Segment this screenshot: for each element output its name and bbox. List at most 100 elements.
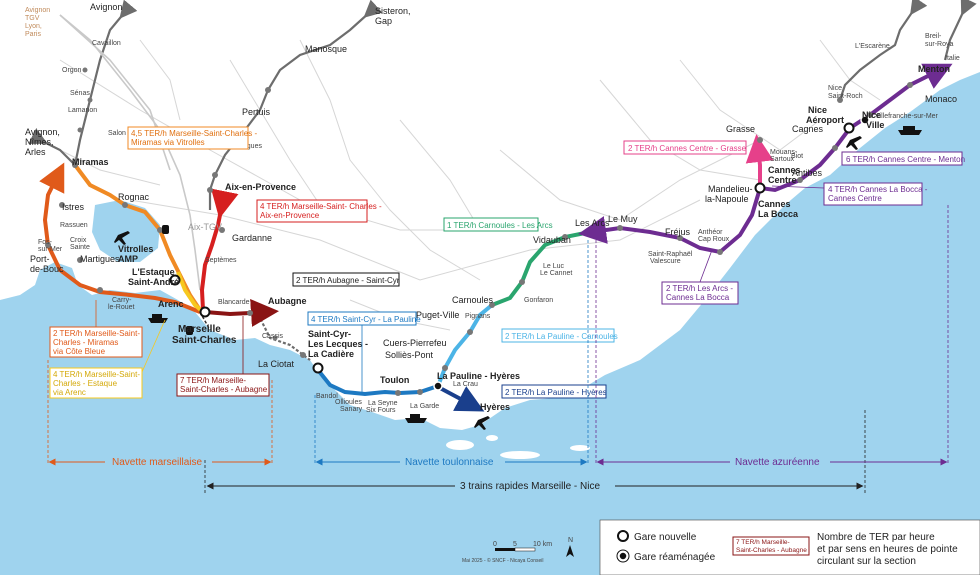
legend-gare-nouvelle: Gare nouvelle (634, 532, 697, 543)
svg-text:Lamanon: Lamanon (68, 107, 97, 114)
svg-text:4 TER/h Marseille-Saint-Charle: 4 TER/h Marseille-Saint-Charles - Estaqu… (53, 370, 140, 397)
svg-text:2 TER/h La Pauline - Carnoules: 2 TER/h La Pauline - Carnoules (505, 332, 618, 341)
svg-text:Breil-sur-Roya: Breil-sur-Roya (925, 33, 954, 48)
island (570, 445, 590, 451)
svg-text:Cassis: Cassis (262, 333, 284, 340)
island (486, 435, 498, 441)
svg-text:L'Escarène: L'Escarène (855, 43, 890, 50)
svg-text:Sisteron,Gap: Sisteron,Gap (375, 6, 411, 26)
svg-text:Carnoules: Carnoules (452, 295, 494, 305)
sea (0, 72, 980, 575)
svg-text:2 TER/h Les Arcs -Cannes La Bo: 2 TER/h Les Arcs -Cannes La Bocca (666, 284, 733, 302)
svg-text:Rassuen: Rassuen (60, 222, 88, 229)
svg-text:Cuers-Pierrefeu: Cuers-Pierrefeu (383, 338, 447, 348)
svg-text:0: 0 (493, 541, 497, 548)
svg-text:N: N (568, 537, 573, 544)
svg-text:2 TER/h Cannes Centre - Grasse: 2 TER/h Cannes Centre - Grasse (628, 144, 747, 153)
navette-azureenne-label: Navette azuréenne (735, 457, 820, 468)
svg-text:6 TER/h Cannes Centre - Menton: 6 TER/h Cannes Centre - Menton (846, 155, 965, 164)
legend-gare-reamenagee: Gare réaménagée (634, 552, 716, 563)
svg-text:Antibes: Antibes (792, 168, 823, 178)
svg-text:Cagnes: Cagnes (792, 124, 824, 134)
svg-text:1 TER/h Carnoules - Les Arcs: 1 TER/h Carnoules - Les Arcs (447, 221, 553, 230)
svg-text:2 TER/h Aubagne - Saint-Cyr: 2 TER/h Aubagne - Saint-Cyr (296, 276, 400, 285)
svg-text:Puget-Ville: Puget-Ville (416, 310, 459, 320)
svg-text:Aix-en-Provence: Aix-en-Provence (225, 182, 296, 192)
north-arrow: N (566, 537, 574, 557)
svg-text:Gardanne: Gardanne (232, 233, 272, 243)
svg-text:Mandelieu-la-Napoule: Mandelieu-la-Napoule (705, 184, 753, 204)
svg-text:Salon: Salon (108, 130, 126, 137)
svg-text:5: 5 (513, 541, 517, 548)
etang-de-berre (92, 200, 160, 262)
svg-text:Fréjus: Fréjus (665, 227, 691, 237)
svg-text:Aix-TGV: Aix-TGV (188, 222, 222, 232)
svg-text:Monaco: Monaco (925, 94, 957, 104)
svg-text:4 TER/h Marseille-Saint- Charl: 4 TER/h Marseille-Saint- Charles -Aix-en… (260, 202, 382, 220)
svg-text:Manosque: Manosque (305, 44, 347, 54)
svg-text:4 TER/h Saint-Cyr - La Pauline: 4 TER/h Saint-Cyr - La Pauline (311, 315, 421, 324)
leader-lines (95, 185, 825, 392)
train-icon (162, 225, 193, 335)
svg-text:Saint-Cyr-Les Lecques -La Cadi: Saint-Cyr-Les Lecques -La Cadière (308, 329, 368, 359)
navette-marseillaise-label: Navette marseillaise (112, 457, 202, 468)
svg-text:La Pauline - Hyères: La Pauline - Hyères (437, 371, 520, 381)
svg-text:Mouans-Sartoux: Mouans-Sartoux (770, 149, 798, 163)
svg-text:Fos-sur-Mer: Fos-sur-Mer (38, 239, 63, 253)
island (446, 440, 474, 450)
svg-text:Port-de-Bouc: Port-de-Bouc (30, 254, 64, 274)
service-labels: 4,5 TER/h Marseille-Saint-Charles -Miram… (49, 126, 965, 399)
trains-rapides-label: 3 trains rapides Marseille - Nice (460, 481, 600, 492)
svg-text:Blancarde: Blancarde (218, 299, 250, 306)
svg-text:Orgon: Orgon (62, 67, 82, 74)
svg-text:Hyères: Hyères (480, 402, 510, 412)
svg-text:Rognac: Rognac (118, 192, 150, 202)
svg-text:Gonfaron: Gonfaron (524, 297, 553, 304)
svg-text:Biot: Biot (791, 153, 803, 160)
svg-text:La Garde: La Garde (410, 403, 439, 410)
svg-text:Vidauban: Vidauban (533, 235, 571, 245)
svg-text:Italie: Italie (945, 55, 960, 62)
svg-text:Istres: Istres (62, 202, 85, 212)
svg-text:Les Arcs: Les Arcs (575, 218, 610, 228)
svg-text:Avignon,Nîmes,Arles: Avignon,Nîmes,Arles (25, 127, 60, 157)
svg-text:Mai 2025 - © SNCF - Nicaya Con: Mai 2025 - © SNCF - Nicaya Conseil (462, 557, 544, 564)
legend: Gare nouvelle Gare réaménagée 7 TER/h Ma… (599, 519, 980, 575)
svg-text:7 TER/h Marseille-Saint-Charle: 7 TER/h Marseille-Saint-Charles - Aubagn… (736, 539, 807, 554)
station-dots (45, 67, 913, 396)
svg-text:Grasse: Grasse (726, 124, 755, 134)
svg-text:Bandol: Bandol (316, 393, 338, 400)
svg-text:Miramas: Miramas (72, 157, 109, 167)
svg-text:2 TER/h Marseille-Saint-Charle: 2 TER/h Marseille-Saint-Charles - Mirama… (53, 329, 140, 356)
navette-brackets: Navette marseillaise Navette toulonnaise… (47, 205, 949, 495)
svg-text:Pertuis: Pertuis (242, 107, 271, 117)
island (500, 451, 540, 459)
service-lines (39, 63, 953, 412)
scale-bar: 0 5 10 km Mai 2025 - © SNCF - Nicaya Con… (462, 541, 552, 564)
svg-text:7 TER/h Marseille-Saint-Charle: 7 TER/h Marseille-Saint-Charles - Aubagn… (180, 376, 268, 394)
svg-text:Pignans: Pignans (465, 313, 491, 320)
svg-text:Sénas: Sénas (70, 90, 90, 97)
svg-text:4,5 TER/h Marseille-Saint-Char: 4,5 TER/h Marseille-Saint-Charles -Miram… (131, 129, 257, 147)
airport-icon (114, 136, 862, 430)
new-stations (169, 115, 870, 391)
svg-text:Cavaillon: Cavaillon (92, 40, 121, 47)
svg-text:La Ciotat: La Ciotat (258, 359, 295, 369)
